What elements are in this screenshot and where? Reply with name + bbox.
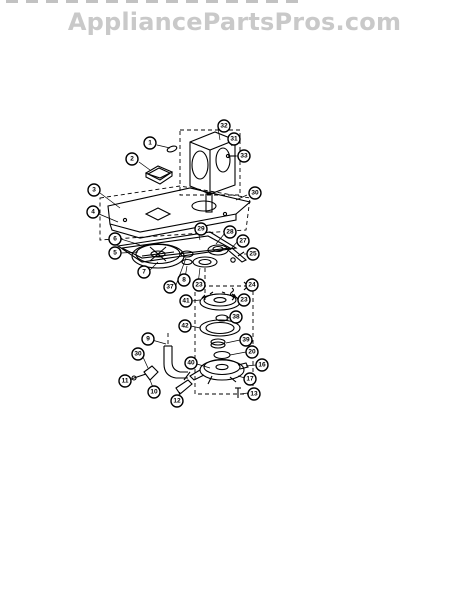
transmission-group-box [194,285,254,395]
plate-group-outline [99,185,251,241]
callout-30-upper: 30 [248,186,262,200]
callout-41: 41 [179,294,193,308]
seal-part-38 [215,314,229,322]
watermark: AppliancePartsPros.com [67,8,402,36]
callout-6: 6 [108,232,122,246]
motor [189,131,236,213]
callout-20: 20 [245,345,259,359]
svg-text:27: 27 [239,238,247,245]
callout-42: 42 [178,319,192,333]
small-pulleys [180,250,218,268]
mounting-bracket [175,371,193,395]
svg-text:7: 7 [142,269,146,276]
svg-text:23: 23 [240,297,248,304]
drive-belt [116,231,238,263]
gear-part-41 [199,291,241,311]
callout-11: 11 [118,374,132,388]
svg-text:9: 9 [146,336,150,343]
callout-4: 4 [86,205,100,219]
callout-28: 28 [223,225,237,239]
callout-24: 24 [245,278,259,292]
spring-part-23 [229,287,235,301]
svg-text:32: 32 [220,123,228,130]
callout-23-lower: 23 [237,293,251,307]
callout-39: 39 [239,333,253,347]
svg-text:12: 12 [173,398,181,405]
svg-text:16: 16 [258,362,266,369]
svg-text:23: 23 [195,282,203,289]
large-pulley [131,243,185,269]
svg-text:37: 37 [166,284,174,291]
top-rule [6,0,306,3]
svg-text:1: 1 [148,140,152,147]
leader-lines [98,127,257,399]
svg-text:29: 29 [197,226,205,233]
bearing-part-39 [210,338,226,349]
svg-text:3: 3 [92,187,96,194]
callout-13: 13 [247,387,261,401]
svg-text:41: 41 [182,298,190,305]
callout-1: 1 [143,136,157,150]
svg-text:11: 11 [122,378,129,385]
svg-text:28: 28 [226,229,234,236]
pad-part-2 [144,165,174,185]
hose-clamp [131,365,159,381]
callout-7: 7 [137,265,151,279]
svg-text:17: 17 [246,376,254,383]
svg-text:42: 42 [181,323,189,330]
svg-text:2: 2 [130,156,134,163]
svg-text:24: 24 [248,282,256,289]
callout-33: 33 [237,149,251,163]
base-plate [107,187,252,239]
svg-text:31: 31 [230,136,238,143]
svg-text:30: 30 [251,190,259,197]
callout-25: 25 [246,247,260,261]
callout-5: 5 [108,246,122,260]
motor-group-box [179,129,241,196]
callout-3: 3 [87,183,101,197]
svg-text:30: 30 [134,351,142,358]
callout-17: 17 [243,372,257,386]
svg-text:40: 40 [187,360,195,367]
callout-31: 31 [227,132,241,146]
pump-housing [189,358,249,385]
callout-27: 27 [236,234,250,248]
callout-12: 12 [170,394,184,408]
callout-30-lower: 30 [131,347,145,361]
idler-arm [227,247,247,263]
callout-9: 9 [141,332,155,346]
callout-32: 32 [217,119,231,133]
callout-23-upper: 23 [192,278,206,292]
callout-labels: 1 2 3 4 5 6 7 8 37 23 32 31 33 30 28 29 … [86,119,269,408]
clip-part-1 [166,145,178,153]
callout-10: 10 [147,385,161,399]
screw-part-33 [225,153,236,159]
callout-2: 2 [125,152,139,166]
callout-38: 38 [229,310,243,324]
svg-text:4: 4 [91,209,95,216]
washer-part-20 [213,350,231,360]
svg-text:8: 8 [182,277,186,284]
svg-text:39: 39 [242,337,250,344]
svg-text:38: 38 [232,314,240,321]
svg-text:5: 5 [113,250,117,257]
pin-part-25 [237,251,245,257]
svg-text:13: 13 [250,391,258,398]
callout-37: 37 [163,280,177,294]
svg-text:33: 33 [240,153,248,160]
callout-40: 40 [184,356,198,370]
svg-text:20: 20 [248,349,256,356]
svg-text:25: 25 [249,251,257,258]
callout-16: 16 [255,358,269,372]
callout-8: 8 [177,273,191,287]
drain-hose [163,330,188,379]
screw-part-13 [235,387,241,398]
svg-text:6: 6 [113,236,117,243]
callout-29: 29 [194,222,208,236]
svg-text:10: 10 [150,389,158,396]
